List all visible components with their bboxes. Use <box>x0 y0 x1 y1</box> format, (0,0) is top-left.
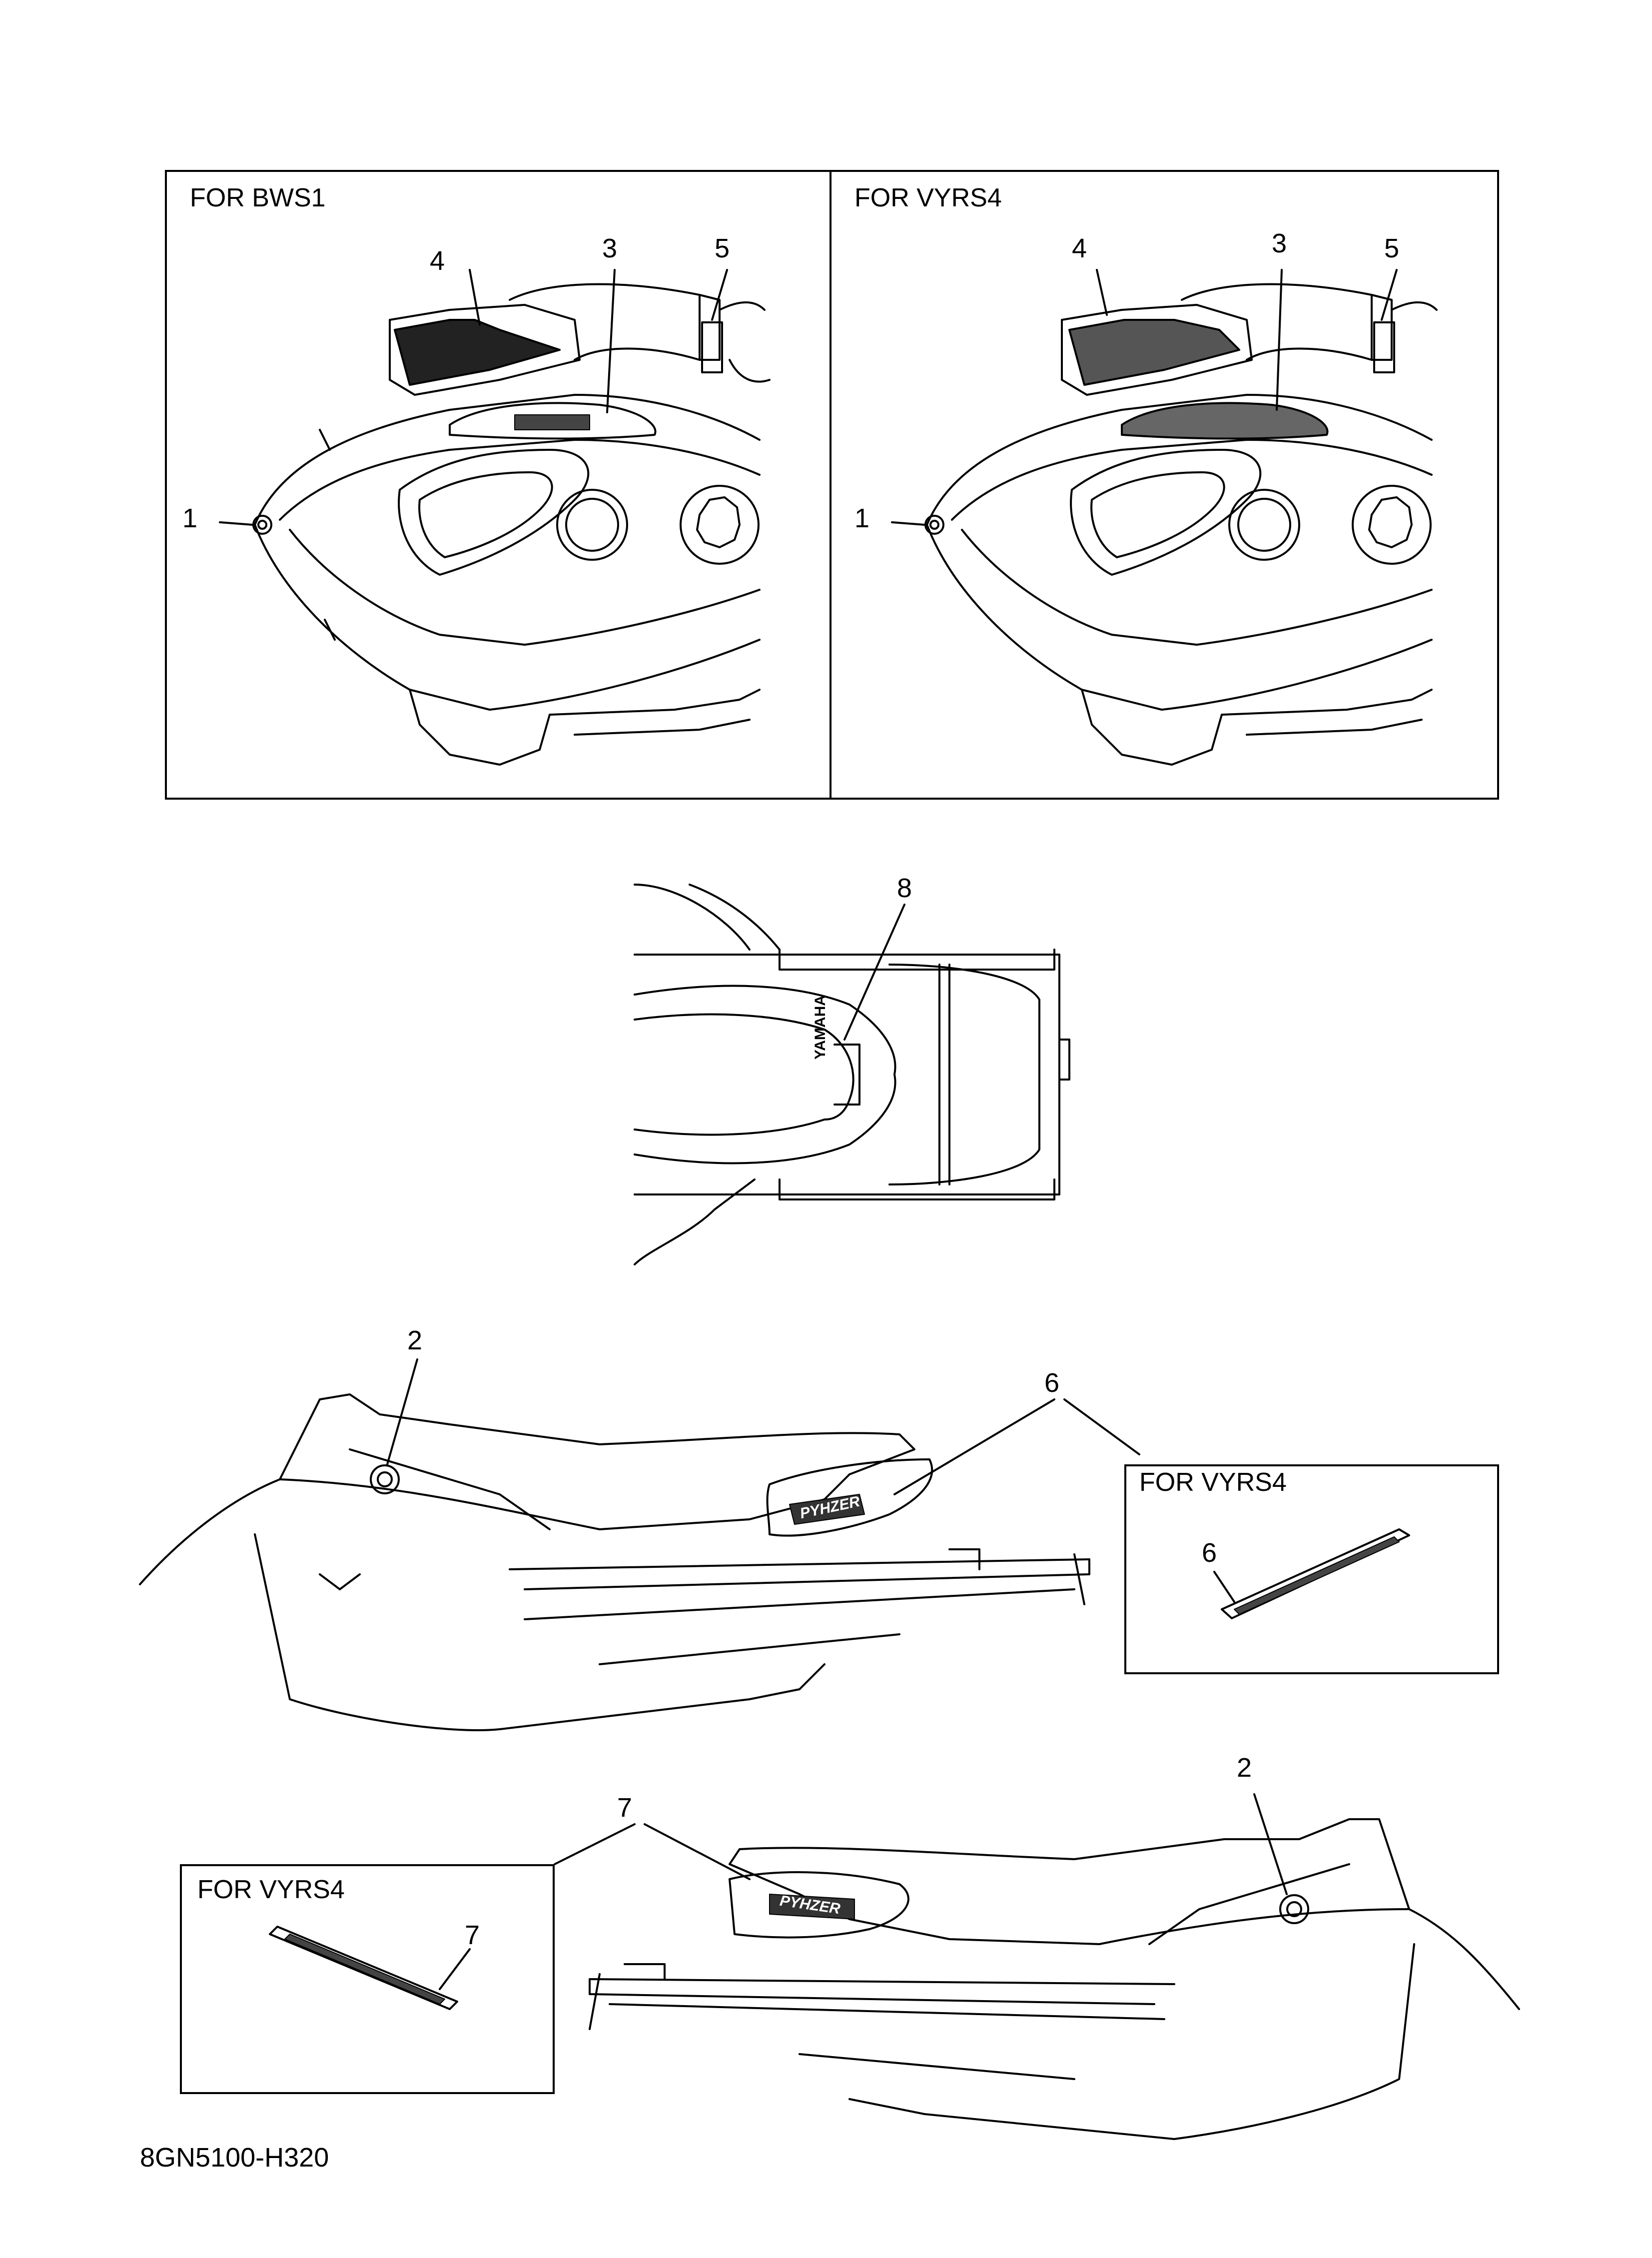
bws1-front-view <box>219 269 771 766</box>
callout-2-left: 2 <box>407 1325 423 1355</box>
inset7-sticker <box>269 1926 471 2010</box>
left-side-view <box>139 1358 1140 1731</box>
diagram-code: 8GN5100-H320 <box>140 2143 329 2173</box>
rear-decal-text: YAMAHA <box>812 995 828 1060</box>
top-panel-divider <box>829 170 831 800</box>
callout-1-bws1: 1 <box>182 503 198 533</box>
callout-8-rear: 8 <box>897 873 912 903</box>
vyrs4-top-panel-label: FOR VYRS4 <box>854 183 1002 212</box>
vyrs4-inset7-label: FOR VYRS4 <box>197 1875 345 1904</box>
bws1-panel-label: FOR BWS1 <box>190 183 326 212</box>
vyrs4-front-view <box>891 269 1438 766</box>
inset6-sticker <box>1213 1528 1410 1619</box>
callout-6-left: 6 <box>1044 1368 1060 1398</box>
right-side-view <box>554 1793 1520 2140</box>
top-panel-frame <box>165 170 1499 800</box>
vyrs4-inset6-label: FOR VYRS4 <box>1139 1468 1287 1497</box>
callout-4-vyrs4: 4 <box>1072 233 1087 263</box>
callout-6-inset: 6 <box>1202 1538 1217 1568</box>
inset6-frame <box>1124 1464 1499 1674</box>
rear-top-view <box>634 884 1070 1265</box>
callout-7-right: 7 <box>617 1793 633 1823</box>
inset7-frame <box>180 1864 555 2094</box>
callout-1-vyrs4: 1 <box>854 503 870 533</box>
callout-3-vyrs4: 3 <box>1272 228 1287 258</box>
callout-3-bws1: 3 <box>602 233 618 263</box>
callout-7-inset: 7 <box>465 1920 480 1950</box>
callout-5-vyrs4: 5 <box>1384 233 1400 263</box>
callout-4-bws1: 4 <box>430 246 445 276</box>
callout-2-right: 2 <box>1237 1753 1252 1783</box>
callout-5-bws1: 5 <box>715 233 730 263</box>
